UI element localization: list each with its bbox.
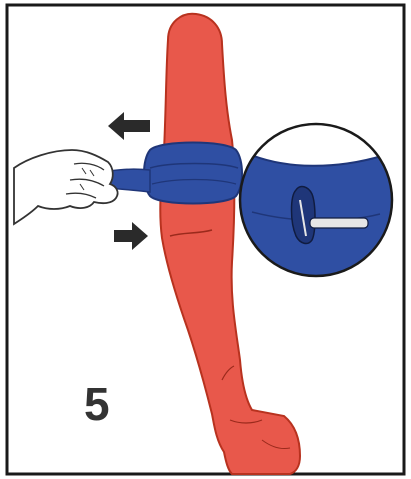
inset-clip-bar [310,218,368,228]
step-number: 5 [84,378,110,430]
cuff-band [144,143,242,204]
